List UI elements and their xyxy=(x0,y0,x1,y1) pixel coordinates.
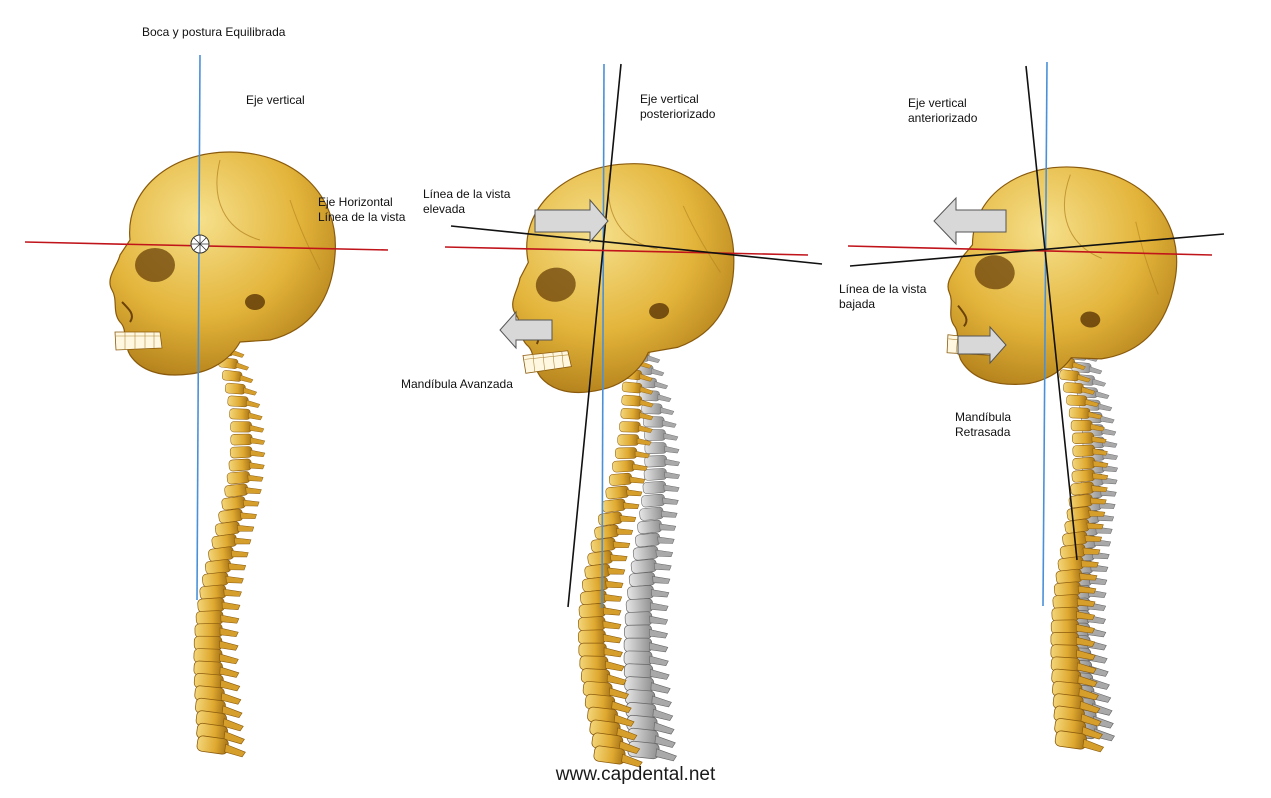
panel3-mandible-line2: Retrasada xyxy=(955,425,1011,439)
panel2-vertical-line2: posteriorizado xyxy=(640,107,716,121)
vertebra xyxy=(223,481,263,498)
vertebra xyxy=(636,517,677,535)
vertebra xyxy=(638,505,678,522)
website-footer[interactable]: www.capdental.net xyxy=(555,764,716,785)
panel1-vertical-label: Eje vertical xyxy=(246,93,305,107)
vertebra xyxy=(597,509,637,527)
vertebra xyxy=(578,601,622,619)
panel3-view-line2: bajada xyxy=(839,297,876,311)
vertebra xyxy=(611,459,648,473)
panel2-view-line2: elevada xyxy=(423,202,466,216)
eye-center-icon xyxy=(190,234,210,254)
vertebra xyxy=(623,624,669,640)
vertebra xyxy=(601,496,640,514)
diagram-title: Boca y postura Equilibrada xyxy=(142,25,286,39)
vertical-axis xyxy=(1042,61,1048,607)
panel2-view-label: Línea de la vista elevada xyxy=(423,187,510,217)
panel3-view-line1: Línea de la vista xyxy=(839,282,927,296)
lowered-view-line xyxy=(849,233,1225,267)
panel2-vertical-label: Eje vertical posteriorizado xyxy=(640,92,715,122)
panel2-mandible-label: Mandíbula Avanzada xyxy=(401,377,513,391)
panel1-horizontal-line2: Línea de la vista xyxy=(318,210,406,224)
vertebra xyxy=(642,479,680,495)
vertebra xyxy=(230,433,266,446)
vertebra xyxy=(644,454,681,468)
vertebra xyxy=(194,622,239,638)
skull-illustration xyxy=(108,151,337,377)
skull-illustration xyxy=(937,154,1187,402)
arrow-right-icon xyxy=(957,325,1007,365)
panel1-horizontal-label: Eje Horizontal Línea de la vista xyxy=(318,195,405,225)
vertebra xyxy=(230,421,265,433)
vertebra xyxy=(577,628,622,645)
vertebra xyxy=(195,609,240,626)
vertebra xyxy=(608,471,646,487)
vertebra xyxy=(614,446,650,460)
vertebra xyxy=(643,467,681,481)
panel-head-lowered xyxy=(847,61,1225,753)
vertical-axis xyxy=(196,54,201,601)
horizontal-axis xyxy=(444,246,809,256)
vertebra xyxy=(623,637,669,653)
panel3-vertical-line2: anteriorizado xyxy=(908,111,978,125)
panel3-vertical-line1: Eje vertical xyxy=(908,96,967,110)
raised-view-line xyxy=(450,225,823,265)
vertebra xyxy=(197,596,241,613)
vertebra xyxy=(625,597,669,614)
vertebra xyxy=(224,382,258,396)
vertebra xyxy=(626,583,670,601)
arrow-right-icon xyxy=(534,198,609,244)
posterior-tilted-axis xyxy=(567,63,622,608)
vertebra xyxy=(593,522,634,540)
panel1-horizontal-line1: Eje Horizontal xyxy=(318,195,393,209)
vertebra xyxy=(193,635,239,651)
anterior-tilted-axis xyxy=(1025,65,1078,561)
vertebra xyxy=(578,642,623,658)
vertebra xyxy=(605,484,643,500)
skull-illustration xyxy=(498,152,748,400)
vertebra xyxy=(229,445,266,459)
vertebra xyxy=(229,408,263,421)
panel3-mandible-line1: Mandíbula xyxy=(955,410,1012,424)
panel-balanced xyxy=(24,54,389,758)
panel3-view-label: Línea de la vista bajada xyxy=(839,282,926,312)
panel2-vertical-line1: Eje vertical xyxy=(640,92,699,106)
arrow-left-icon xyxy=(499,310,553,350)
spine-illustration xyxy=(193,319,266,758)
vertebra xyxy=(226,469,264,485)
vertical-axis xyxy=(601,63,605,609)
vertebra xyxy=(624,610,669,627)
vertebra xyxy=(221,369,254,384)
panel2-view-line1: Línea de la vista xyxy=(423,187,511,201)
vertebra xyxy=(227,395,261,408)
panel3-vertical-label: Eje vertical anteriorizado xyxy=(908,96,977,126)
vertebra xyxy=(228,457,265,472)
vertebra xyxy=(577,615,622,632)
panel-head-raised xyxy=(444,63,823,768)
arrow-left-icon xyxy=(933,196,1007,246)
panel3-mandible-label: Mandíbula Retrasada xyxy=(955,410,1011,440)
vertebra xyxy=(640,492,679,508)
